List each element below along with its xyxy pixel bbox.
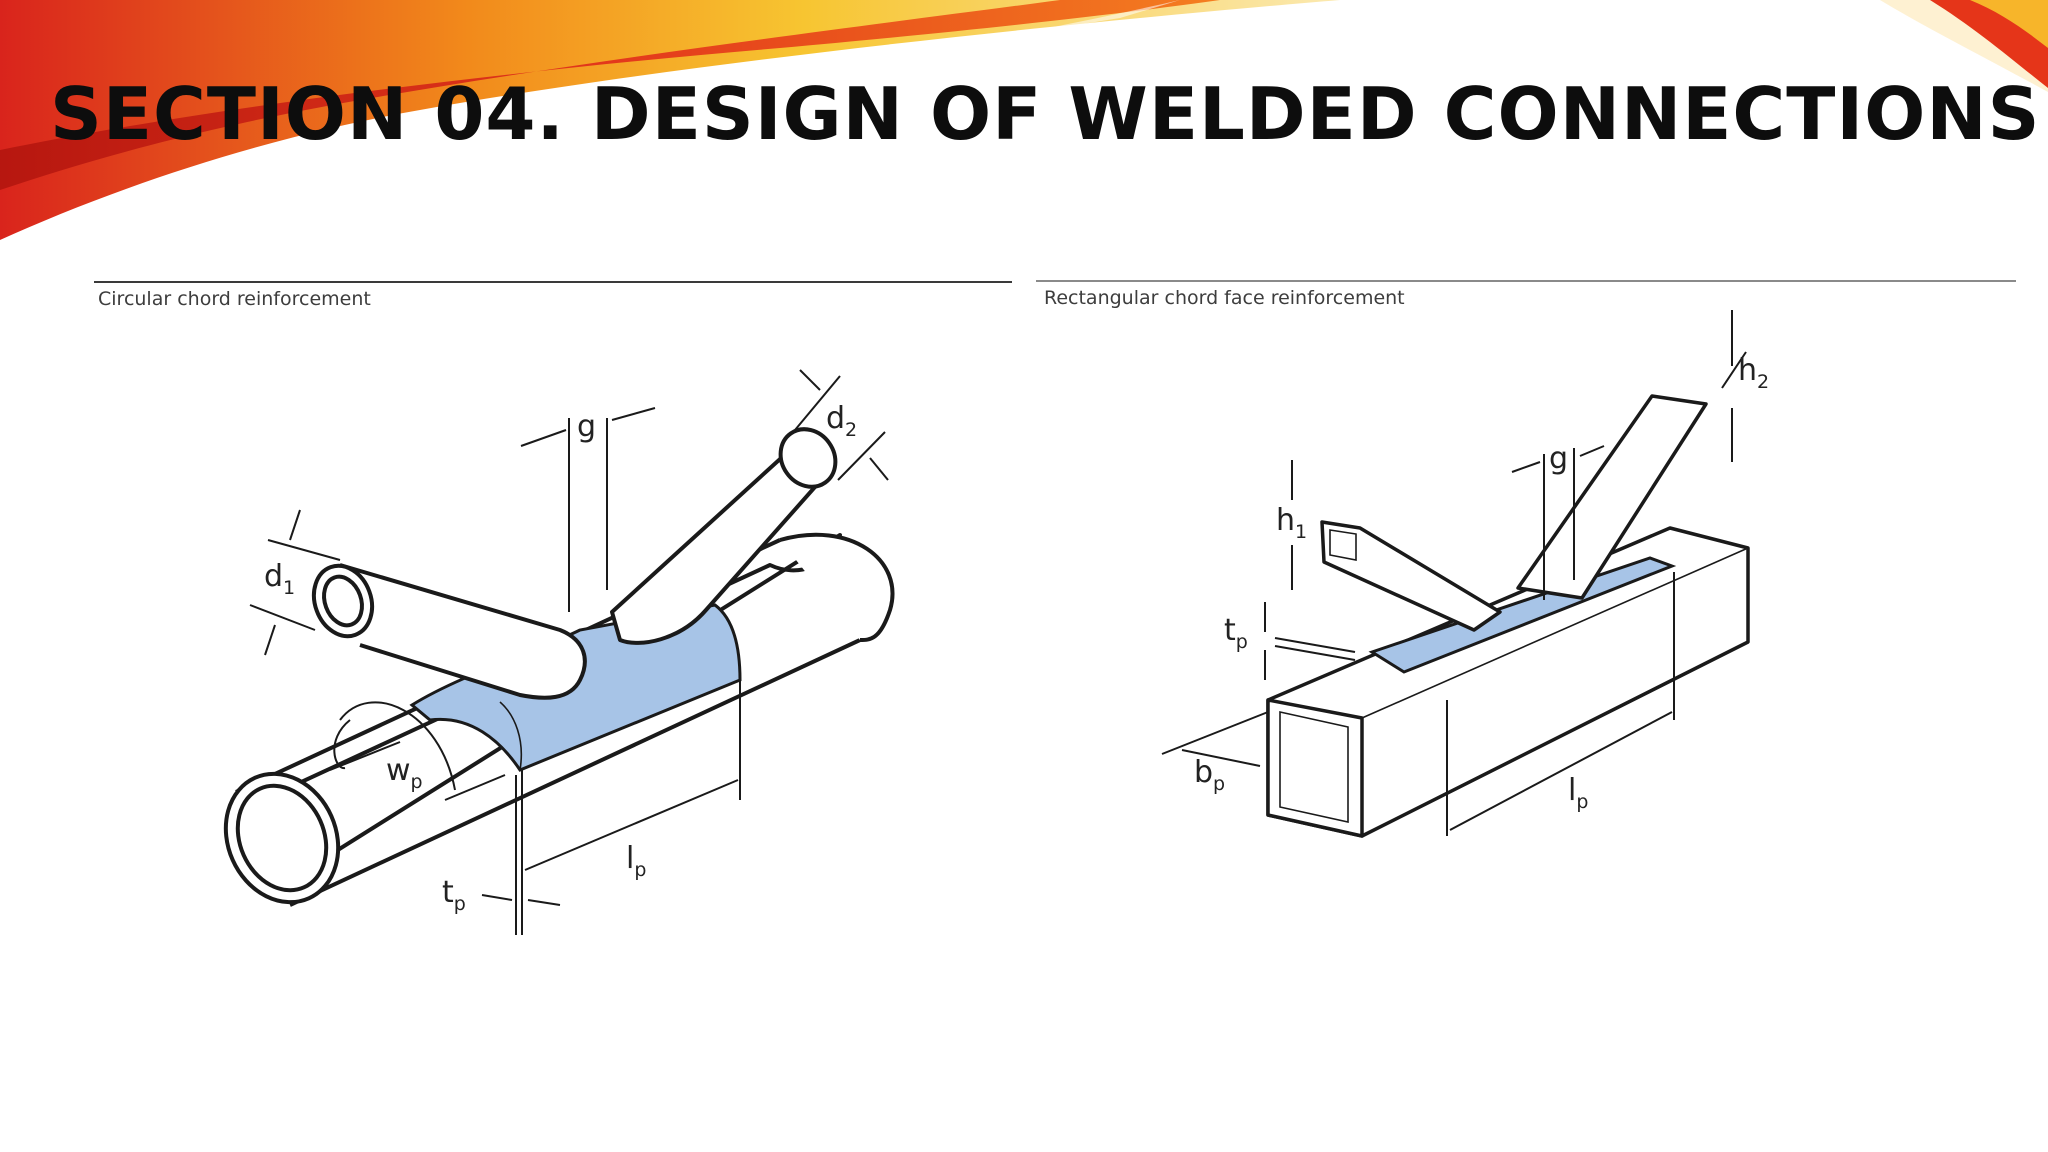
right-panel-caption: Rectangular chord face reinforcement	[1044, 287, 1405, 309]
brace-d2	[610, 427, 838, 645]
left-panel-rule	[94, 281, 1012, 283]
label-g-left: g	[577, 409, 596, 444]
label-tp-right: tp	[1224, 613, 1248, 653]
brace-d1	[311, 563, 587, 700]
label-d2: d2	[826, 401, 857, 441]
label-h2: h2	[1738, 353, 1769, 393]
label-lp-right: lp	[1568, 773, 1588, 813]
rectangular-chord	[1266, 526, 1750, 838]
label-bp: bp	[1194, 755, 1225, 795]
slide-title: SECTION 04. DESIGN OF WELDED CONNECTIONS	[50, 72, 2041, 156]
rect-brace-h2	[1516, 394, 1708, 600]
rect-brace-h1	[1320, 520, 1502, 632]
label-h1: h1	[1276, 503, 1307, 543]
flame-banner-decoration	[0, 0, 2048, 240]
label-g-right: g	[1549, 441, 1568, 476]
label-lp-left: lp	[626, 841, 646, 881]
label-wp: wp	[386, 753, 423, 793]
label-d1: d1	[264, 559, 295, 599]
label-tp-left: tp	[442, 875, 466, 915]
left-panel-caption: Circular chord reinforcement	[98, 288, 371, 310]
right-panel-rule	[1036, 280, 2016, 282]
